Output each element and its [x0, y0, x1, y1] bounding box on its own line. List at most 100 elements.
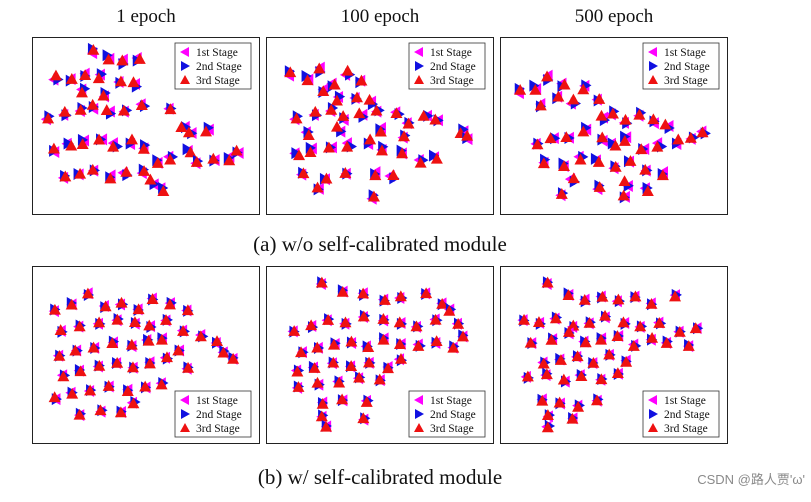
point-stage3 [387, 169, 400, 180]
legend-marker-stage1 [414, 395, 423, 405]
point-stage3 [557, 373, 570, 385]
legend-label-stage1: 1st Stage [196, 47, 238, 59]
point-stage3 [182, 126, 195, 138]
point-stage2 [291, 147, 302, 160]
legend-marker-stage2 [181, 409, 190, 419]
point-stage3 [534, 99, 547, 111]
point-stage3 [151, 157, 164, 168]
point-stage3 [126, 361, 139, 373]
point-stage3 [558, 78, 571, 90]
point-stage3 [125, 338, 138, 350]
point-stage3 [606, 107, 619, 119]
point-stage3 [575, 370, 588, 382]
point-stage3 [74, 365, 87, 377]
point-stage3 [137, 142, 150, 154]
point-stage3 [364, 133, 377, 145]
point-stage3 [375, 144, 388, 156]
point-stage2 [63, 137, 74, 150]
point-stage3 [106, 337, 119, 348]
point-stage3 [66, 387, 79, 399]
point-stage3 [398, 130, 411, 142]
point-stage3 [322, 141, 335, 153]
point-stage3 [336, 393, 349, 405]
legend-marker-stage2 [181, 61, 190, 71]
point-stage3 [635, 143, 648, 155]
point-stage3 [297, 167, 310, 179]
point-stage3 [410, 320, 423, 332]
legend: 1st Stage 2nd Stage 3rd Stage [642, 42, 720, 90]
point-stage3 [447, 341, 460, 353]
point-stage3 [599, 309, 612, 321]
point-stage3 [357, 287, 370, 299]
point-stage3 [144, 173, 157, 185]
point-stage3 [339, 167, 352, 178]
point-stage3 [562, 289, 575, 300]
point-stage3 [59, 170, 72, 182]
point-stage3 [139, 380, 152, 392]
watermark: CSDN @路人贾'ω' [697, 472, 805, 487]
legend-label-stage3: 3rd Stage [664, 75, 708, 87]
point-stage2 [428, 149, 440, 162]
point-stage3 [518, 313, 531, 325]
point-stage3 [641, 185, 654, 196]
point-stage3 [531, 138, 544, 150]
point-stage3 [378, 294, 391, 305]
point-stage3 [177, 325, 190, 336]
point-stage3 [311, 181, 324, 193]
point-stage3 [357, 412, 370, 424]
point-stage3 [612, 293, 625, 305]
point-stage3 [160, 314, 173, 325]
legend-label-stage3: 3rd Stage [664, 423, 708, 435]
legend-label-stage2: 2nd Stage [664, 409, 710, 421]
legend-marker-stage3 [180, 423, 190, 432]
point-stage3 [73, 320, 86, 332]
point-stage3 [194, 330, 207, 342]
legend-label-stage1: 1st Stage [664, 47, 706, 59]
point-stage3 [529, 83, 542, 95]
point-stage3 [567, 93, 580, 105]
point-stage3 [357, 310, 370, 322]
point-stage3 [567, 172, 580, 184]
point-stage3 [634, 320, 647, 332]
point-stage3 [320, 172, 333, 184]
point-stage3 [163, 298, 176, 310]
point-stage3 [587, 356, 600, 368]
point-stage3 [116, 54, 129, 66]
point-stage3 [402, 117, 415, 129]
point-stage3 [146, 293, 159, 304]
legend-label-stage2: 2nd Stage [664, 61, 710, 73]
point-stage3 [184, 146, 197, 158]
point-stage3 [595, 373, 608, 385]
point-stage3 [230, 144, 243, 156]
point-stage3 [53, 349, 66, 361]
point-stage3 [74, 167, 87, 179]
point-stage3 [653, 317, 666, 328]
column-title-3: 500 epoch [574, 6, 654, 27]
point-stage3 [87, 341, 100, 353]
point-stage3 [532, 316, 545, 327]
point-stage3 [172, 344, 185, 356]
point-stage3 [514, 83, 527, 95]
point-stage3 [684, 131, 697, 143]
legend-label-stage1: 1st Stage [196, 395, 238, 407]
point-stage3 [353, 371, 366, 383]
point-stage3 [562, 326, 575, 337]
point-stage3 [596, 131, 609, 143]
legend-label-stage2: 2nd Stage [430, 409, 476, 421]
point-stage3 [309, 105, 322, 117]
point-stage3 [689, 322, 702, 334]
point-stage3 [545, 333, 558, 345]
point-stage3 [157, 185, 170, 196]
point-stage3 [290, 112, 303, 124]
point-stage3 [414, 156, 427, 168]
legend-label-stage2: 2nd Stage [196, 61, 242, 73]
point-stage3 [574, 153, 587, 165]
point-stage3 [524, 336, 537, 348]
